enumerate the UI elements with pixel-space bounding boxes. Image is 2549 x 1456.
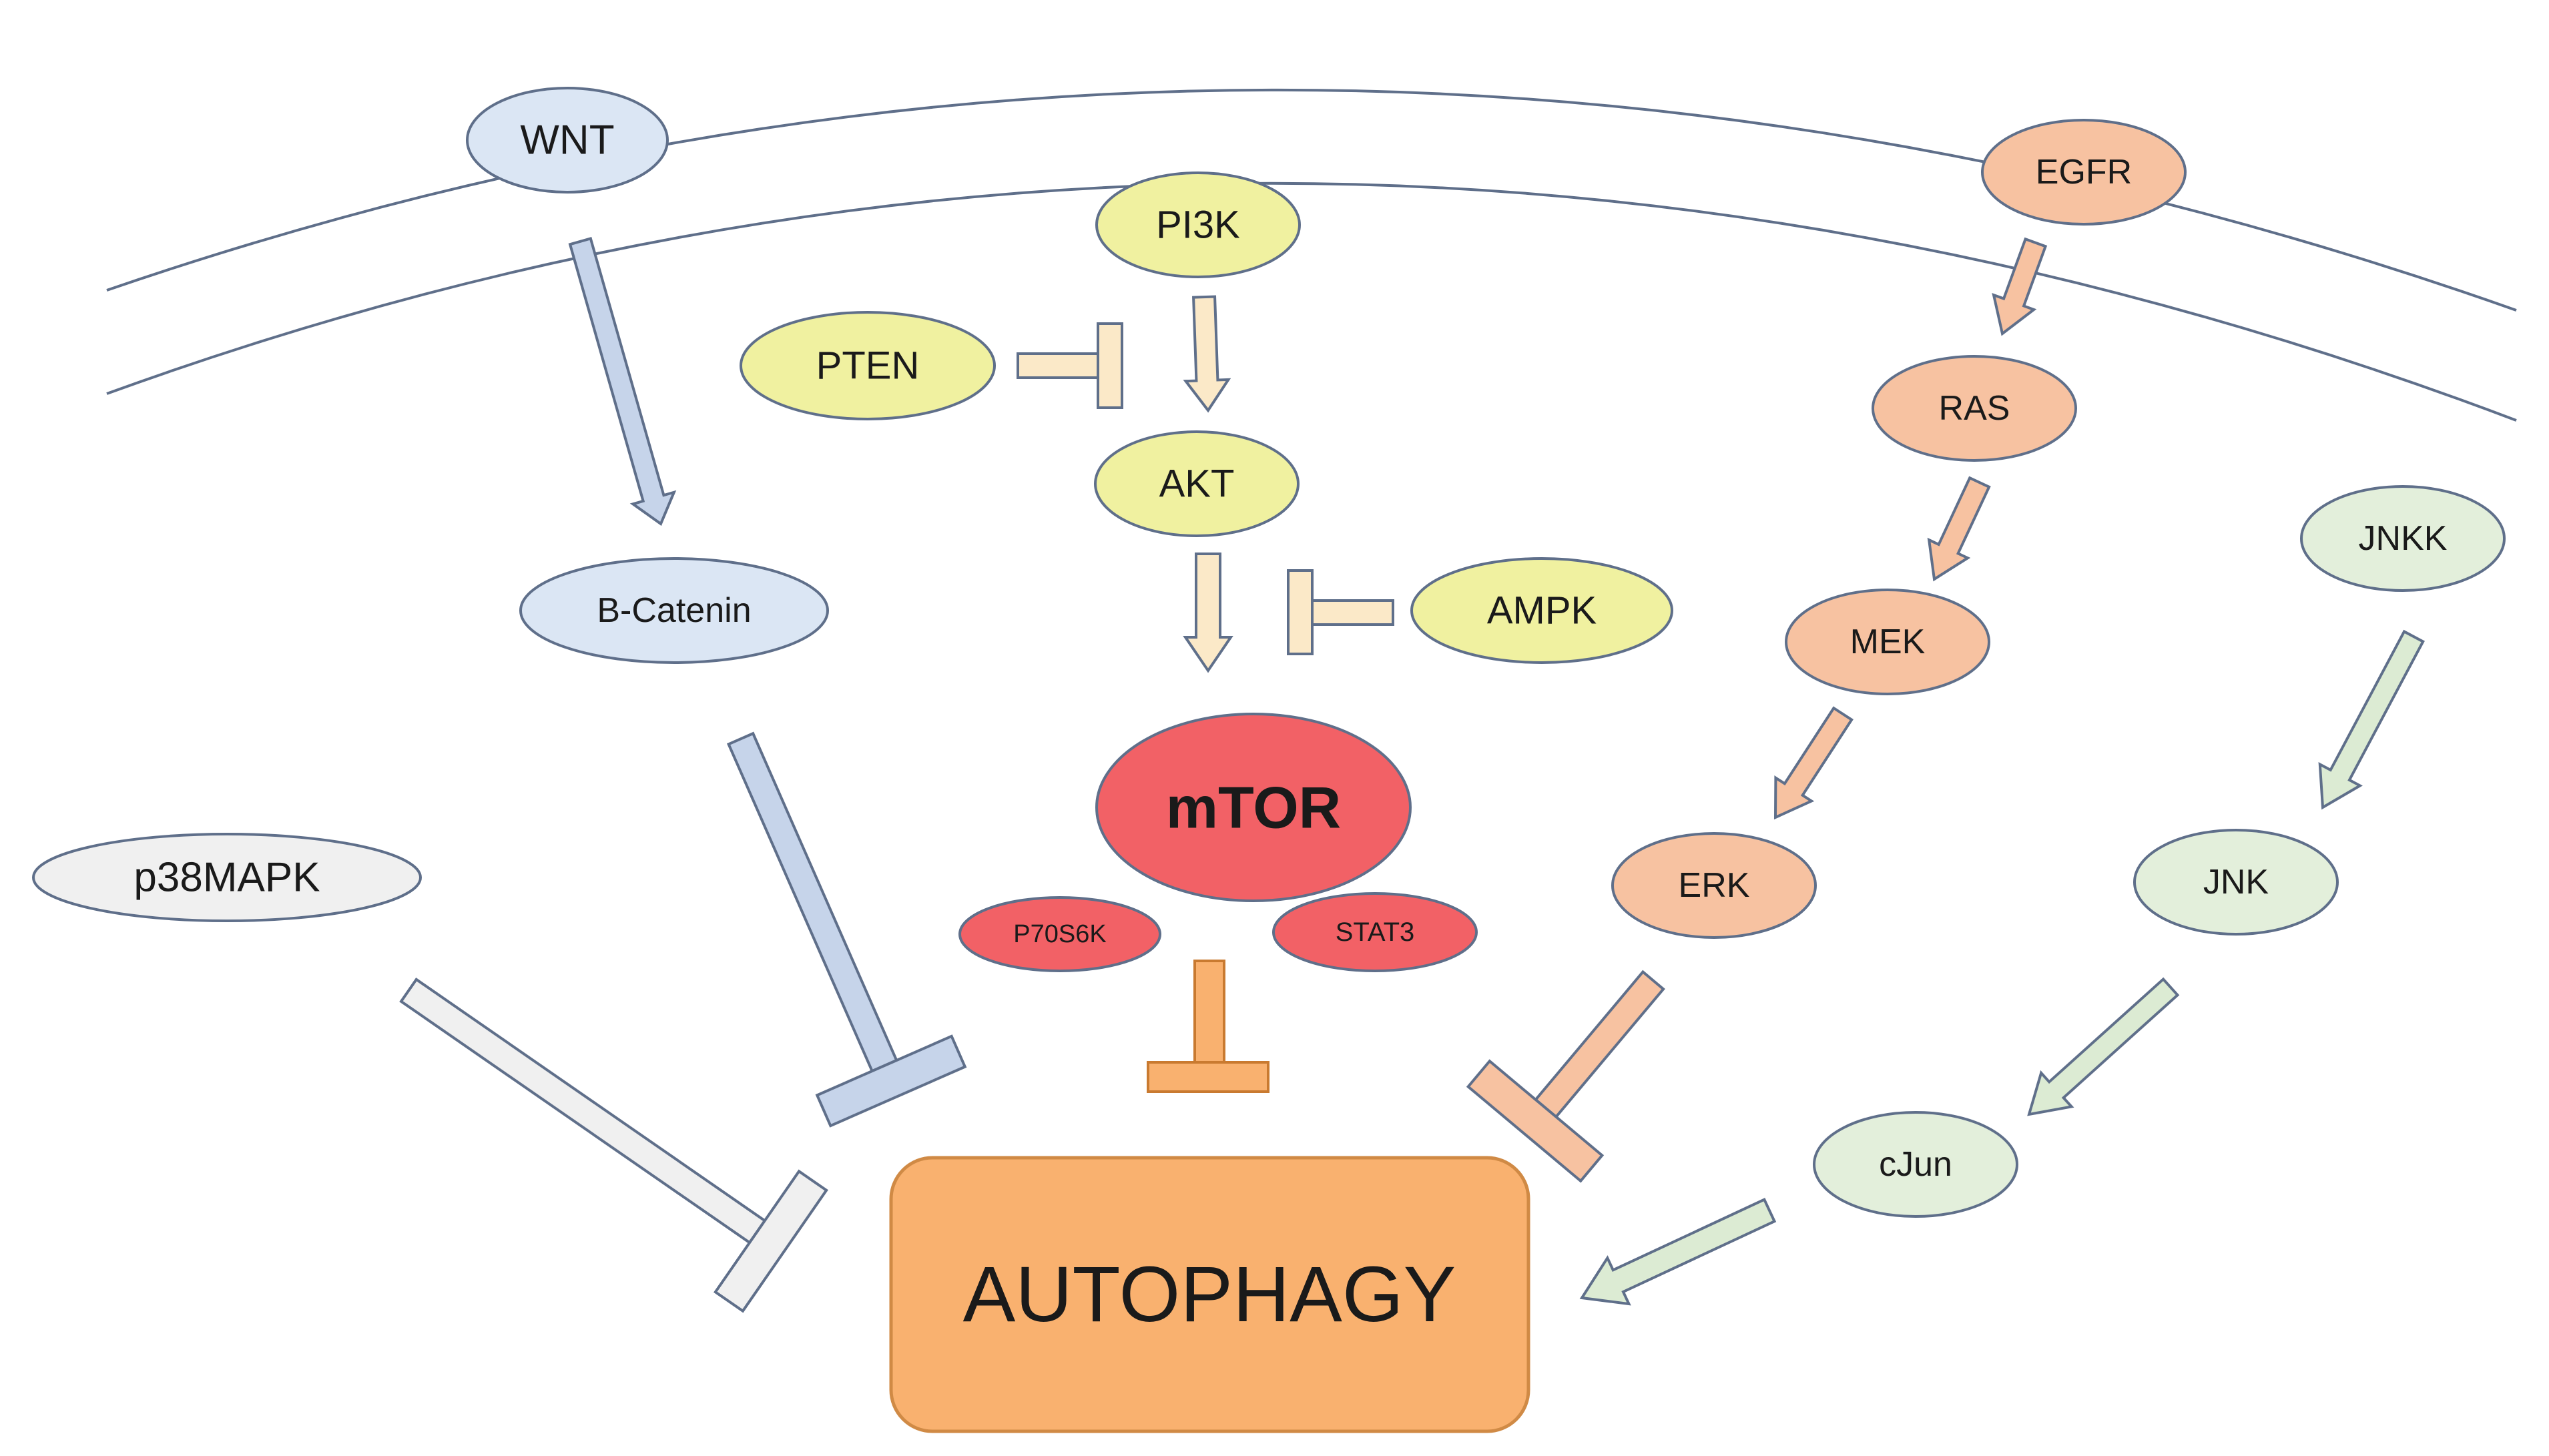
node-akt: AKT xyxy=(1094,430,1300,537)
arrow-akt-to-mtor xyxy=(1183,553,1233,673)
node-p70s6k-label: P70S6K xyxy=(1013,920,1106,948)
cell-membrane-inner xyxy=(106,181,2517,422)
node-stat3: STAT3 xyxy=(1272,892,1478,972)
node-jnk: JNK xyxy=(2133,829,2339,936)
node-jnkk: JNKK xyxy=(2300,485,2506,592)
inhibit-pten-akt xyxy=(1017,322,1123,409)
node-bcatenin-label: B-Catenin xyxy=(597,591,751,630)
node-ras: RAS xyxy=(1872,355,2077,462)
node-ras-label: RAS xyxy=(1939,389,2010,428)
node-jnk-label: JNK xyxy=(2203,863,2269,901)
node-egfr-label: EGFR xyxy=(2036,153,2132,192)
node-mek-label: MEK xyxy=(1850,623,1926,661)
inhibit-p38mapk-autophagy xyxy=(399,978,828,1313)
arrow-wnt-to-bcatenin xyxy=(568,236,677,526)
node-mek: MEK xyxy=(1785,589,1990,695)
arrow-jnkk-to-jnk xyxy=(2318,629,2425,810)
node-bcatenin: B-Catenin xyxy=(519,557,829,664)
node-erk-label: ERK xyxy=(1679,866,1750,905)
node-stat3-label: STAT3 xyxy=(1336,918,1415,947)
node-ampk-label: AMPK xyxy=(1487,589,1597,633)
node-autophagy: AUTOPHAGY xyxy=(889,1156,1530,1433)
node-pten: PTEN xyxy=(740,311,996,420)
node-egfr: EGFR xyxy=(1981,119,2187,226)
inhibit-erk-autophagy xyxy=(1466,970,1665,1183)
node-wnt: WNT xyxy=(466,87,669,194)
node-p38mapk: p38MAPK xyxy=(32,833,422,922)
node-pi3k-label: PI3K xyxy=(1156,204,1240,247)
inhibit-bcatenin-autophagy xyxy=(726,731,967,1128)
node-ampk: AMPK xyxy=(1410,557,1673,664)
node-cjun: cJun xyxy=(1813,1111,2018,1218)
arrow-mek-to-erk xyxy=(1773,706,1854,820)
arrow-ras-to-mek xyxy=(1927,476,1991,582)
node-autophagy-label: AUTOPHAGY xyxy=(963,1250,1456,1339)
node-cjun-label: cJun xyxy=(1879,1145,1952,1184)
arrow-egfr-to-ras xyxy=(1992,237,2048,336)
node-p38mapk-label: p38MAPK xyxy=(133,855,320,901)
arrow-jnk-to-cjun xyxy=(2027,977,2180,1116)
node-pten-label: PTEN xyxy=(816,344,920,388)
node-erk: ERK xyxy=(1611,832,1817,939)
node-akt-label: AKT xyxy=(1159,462,1235,506)
node-mtor-label: mTOR xyxy=(1166,775,1341,841)
node-jnkk-label: JNKK xyxy=(2359,519,2448,558)
inhibit-mtor-autophagy xyxy=(1147,960,1269,1093)
node-p70s6k: P70S6K xyxy=(958,896,1161,972)
arrow-pi3k-to-akt xyxy=(1183,295,1231,413)
node-wnt-label: WNT xyxy=(520,117,614,163)
inhibit-ampk-mtor xyxy=(1287,569,1394,655)
node-pi3k: PI3K xyxy=(1095,171,1301,278)
node-mtor: mTOR xyxy=(1095,713,1412,902)
arrow-cjun-to-autophagy xyxy=(1579,1198,1777,1306)
